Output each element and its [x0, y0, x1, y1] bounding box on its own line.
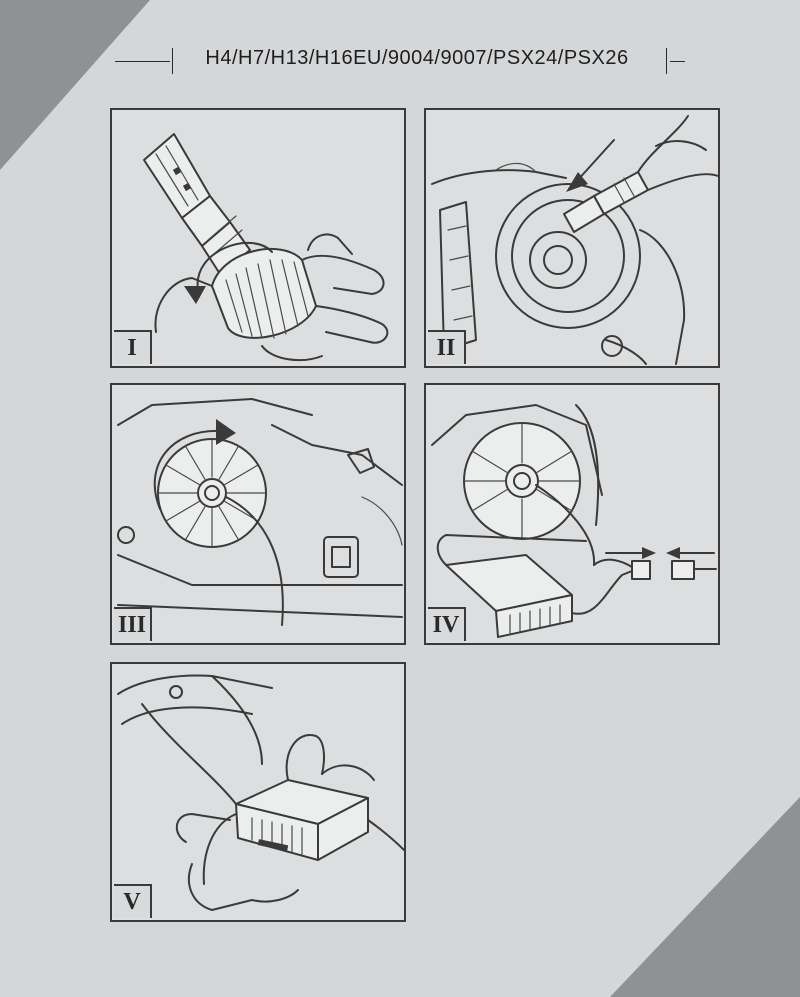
header-tick-right	[666, 48, 667, 74]
corner-shade-bottom-right	[610, 797, 800, 997]
step-4-panel: IV	[424, 383, 720, 645]
step-5-numeral: V	[114, 884, 152, 918]
heatsink-drawing	[463, 422, 596, 566]
step-1-panel: I	[110, 108, 406, 368]
header-rule-left	[115, 61, 170, 62]
hand-drawing	[176, 734, 375, 911]
compatible-models-title: H4/H7/H13/H16EU/9004/9007/PSX24/PSX26	[205, 47, 629, 69]
heatsink-drawing	[157, 438, 284, 626]
step-1-numeral: I	[114, 330, 152, 364]
header-rule-right	[670, 61, 685, 62]
insert-arrow-icon	[566, 139, 615, 192]
led-bulb-drawing	[143, 133, 251, 275]
step-2-numeral: II	[428, 330, 466, 364]
rotate-arrow-icon	[153, 419, 236, 510]
headlight-housing-drawing	[431, 162, 686, 365]
rotate-arrow-icon	[184, 242, 273, 304]
cable-and-plugs-drawing	[571, 558, 717, 615]
step-2-illustration	[431, 115, 718, 365]
heatsink-collar-drawing	[211, 247, 317, 339]
cable-drawing	[141, 703, 404, 885]
headlight-housing-drawing	[431, 404, 603, 526]
hand-drawing	[637, 115, 718, 191]
hand-drawing	[154, 233, 389, 362]
driver-module-drawing	[436, 534, 587, 638]
driver-module-drawing	[235, 779, 369, 861]
step-3-illustration	[117, 398, 403, 626]
header: H4/H7/H13/H16EU/9004/9007/PSX24/PSX26	[115, 44, 685, 78]
step-5-panel: V	[110, 662, 406, 922]
step-2-panel: II	[424, 108, 720, 368]
headlight-housing-drawing	[117, 398, 403, 618]
vehicle-frame-drawing	[117, 674, 273, 765]
step-4-numeral: IV	[428, 607, 466, 641]
step-1-illustration	[143, 133, 389, 362]
step-4-illustration	[431, 404, 717, 638]
step-5-illustration	[117, 674, 404, 911]
header-tick-left	[172, 48, 173, 74]
connect-arrows-icon	[605, 547, 715, 559]
step-3-numeral: III	[114, 607, 153, 641]
step-3-panel: III	[110, 383, 406, 645]
